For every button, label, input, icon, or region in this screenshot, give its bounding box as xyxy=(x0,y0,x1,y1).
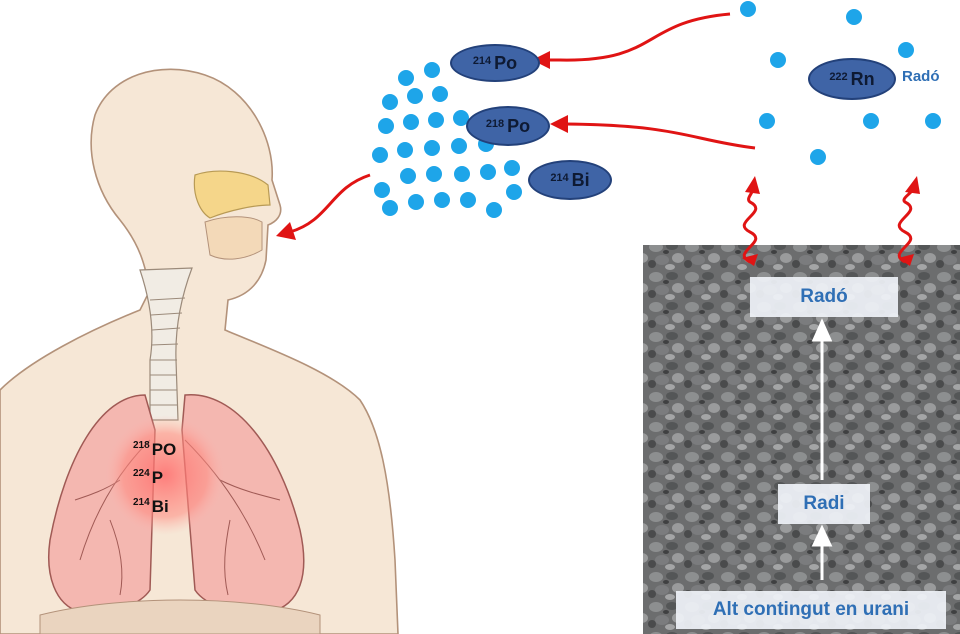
rn-name-label: Radó xyxy=(902,68,940,85)
isotope-mass: 214 xyxy=(472,55,492,67)
isotope-bi-214: 214 Bi xyxy=(528,160,612,200)
upward-arrows xyxy=(811,318,833,580)
human-figure xyxy=(0,68,399,634)
ground-label-radium: Radi xyxy=(778,484,870,524)
isotope-po-214: 214 Po xyxy=(450,44,540,82)
isotope-symbol: Po xyxy=(494,52,518,73)
ground-emission-arrows xyxy=(742,187,914,264)
isotope-symbol: Bi xyxy=(571,169,590,190)
isotope-symbol: Bi xyxy=(151,497,169,516)
arrowhead xyxy=(745,176,760,194)
isotope-symbol: PO xyxy=(151,440,177,459)
arrowhead xyxy=(742,254,758,266)
arrowhead xyxy=(898,254,914,266)
air-flow-arrows xyxy=(289,12,756,234)
arrowhead xyxy=(905,176,920,194)
ground-label-uranium: Alt contingut en urani xyxy=(676,591,946,629)
isotope-mass: 214 xyxy=(550,172,569,184)
isotope-mass: 224 xyxy=(133,468,150,480)
isotope-rn-222: 222 Rn xyxy=(808,58,896,100)
radon-dots xyxy=(372,1,941,218)
isotope-symbol: Rn xyxy=(850,68,875,89)
isotope-po-218: 218 Po xyxy=(466,106,550,146)
isotope-symbol: Po xyxy=(507,115,531,136)
isotope-mass: 218 xyxy=(133,440,150,452)
isotope-symbol: P xyxy=(151,468,164,487)
isotope-mass: 218 xyxy=(485,118,505,130)
arrowhead xyxy=(550,115,568,133)
arrowhead xyxy=(532,51,550,69)
isotope-mass: 214 xyxy=(133,497,150,509)
ground-label-radon: Radó xyxy=(750,277,898,317)
isotope-mass: 222 xyxy=(829,71,848,83)
arrowhead xyxy=(276,222,296,240)
